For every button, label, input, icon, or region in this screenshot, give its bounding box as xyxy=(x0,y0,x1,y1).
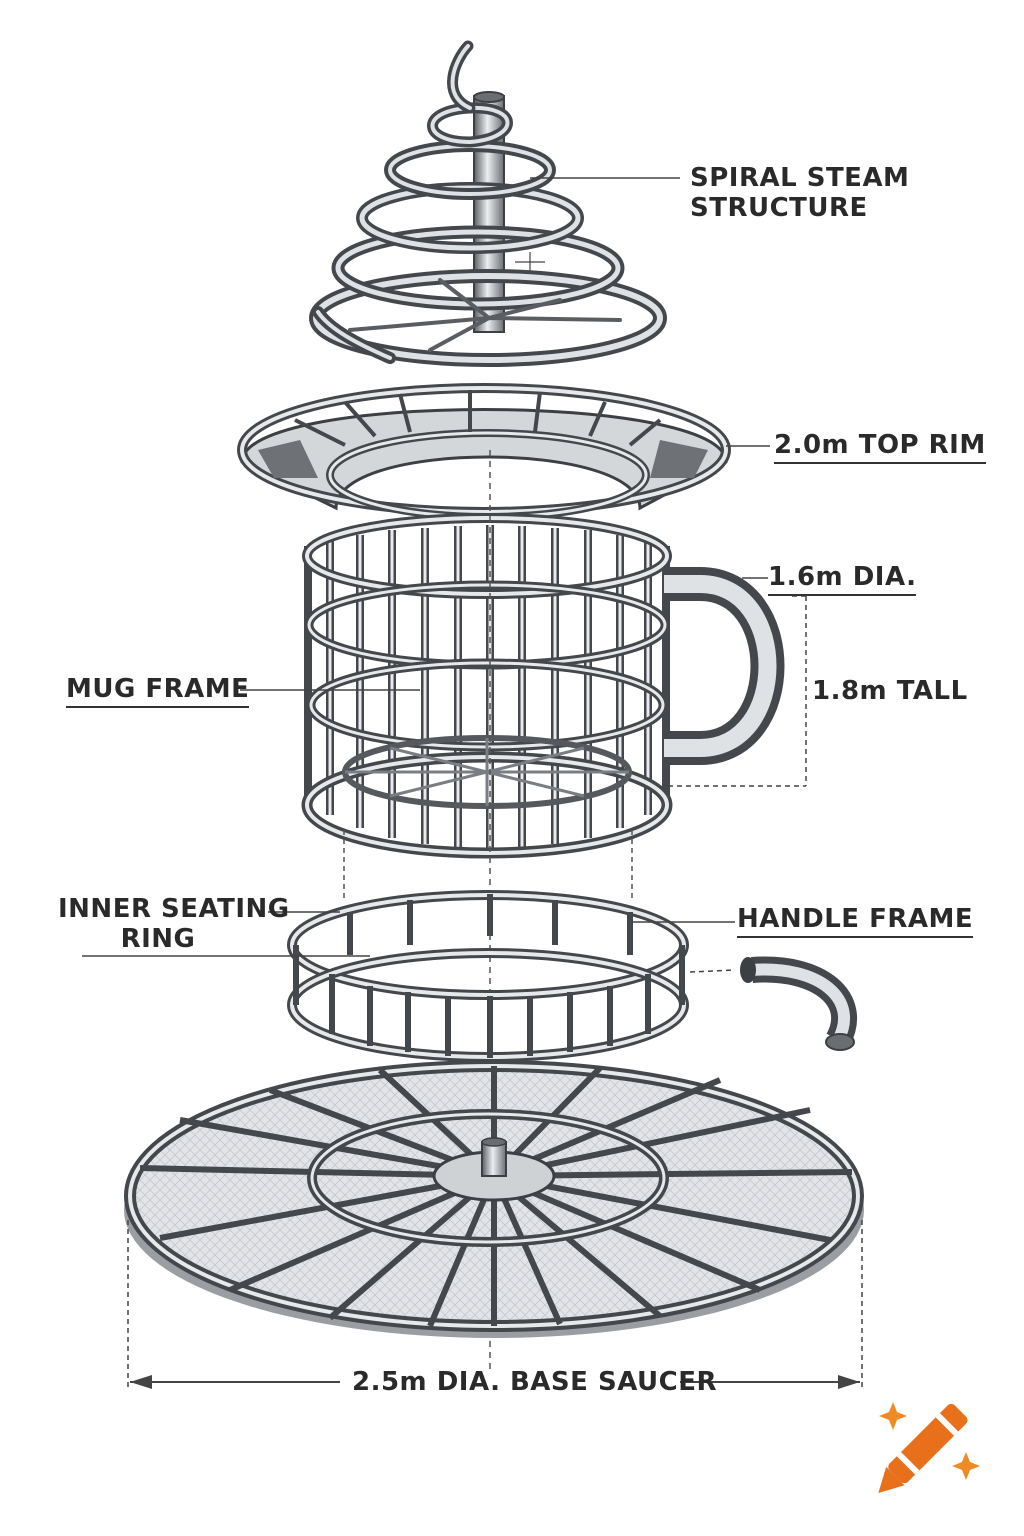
seating-label-line-2: RING xyxy=(120,924,196,954)
top-rim-outer-hl xyxy=(240,386,728,514)
spiral-spokes xyxy=(348,278,622,352)
base-dimension-guides xyxy=(127,1220,863,1390)
spiral-ring-2-hl xyxy=(335,229,621,307)
spiral-steam-structure xyxy=(309,40,667,367)
saucer-hub-post-cap xyxy=(481,1137,507,1147)
spiral-label-line-1: SPIRAL STEAM xyxy=(690,163,910,193)
handle-frame-label: HANDLE FRAME xyxy=(737,904,974,938)
base-saucer xyxy=(124,1060,864,1338)
mug-tall-dimension xyxy=(668,595,807,787)
inner-seating-ring xyxy=(287,890,689,1062)
mug-vertical-bars-hl xyxy=(328,525,650,850)
inner-seating-ring-label: INNER SEATING RING xyxy=(58,894,290,954)
spiral-top-tip-hl xyxy=(450,44,472,110)
base-saucer-label: 2.5m DIA. BASE SAUCER xyxy=(352,1367,717,1397)
spiral-steam-label: SPIRAL STEAM STRUCTURE xyxy=(690,163,909,223)
saucer-inner-ring-hl xyxy=(310,1112,666,1244)
base-dimension-arrow-right xyxy=(838,1375,860,1389)
mug-top-ring-hl xyxy=(305,516,669,596)
top-rim-ribs xyxy=(294,390,662,447)
top-rim-label: 2.0m TOP RIM xyxy=(774,430,986,464)
handle-frame-guide xyxy=(689,969,736,973)
mug-frame xyxy=(301,513,785,859)
top-rim xyxy=(237,383,731,521)
top-rim-dark-panel-left xyxy=(258,440,318,478)
base-dimension-arrow-left xyxy=(130,1375,152,1389)
mug-handle-hl xyxy=(664,575,777,757)
spiral-label-line-2: STRUCTURE xyxy=(690,193,868,223)
seating-ring-leader-line xyxy=(82,911,370,957)
saucer-hub-post xyxy=(481,1141,507,1177)
handle-frame-piece xyxy=(740,956,857,1051)
crayon-icon xyxy=(878,1402,980,1494)
seating-label-line-1: INNER SEATING xyxy=(58,894,290,924)
mug-height-label: 1.8m TALL xyxy=(812,676,968,706)
spiral-dimension-mark xyxy=(515,252,545,272)
mug-frame-label: MUG FRAME xyxy=(66,674,250,708)
mug-floor-spokes xyxy=(345,738,629,806)
seating-ring-posts xyxy=(293,894,685,1058)
top-rim-dark-panel-right xyxy=(650,440,708,478)
mug-diameter-label: 1.6m DIA. xyxy=(768,562,917,596)
spiral-pole-cap xyxy=(473,91,505,103)
spiral-tail-hl xyxy=(316,310,392,360)
